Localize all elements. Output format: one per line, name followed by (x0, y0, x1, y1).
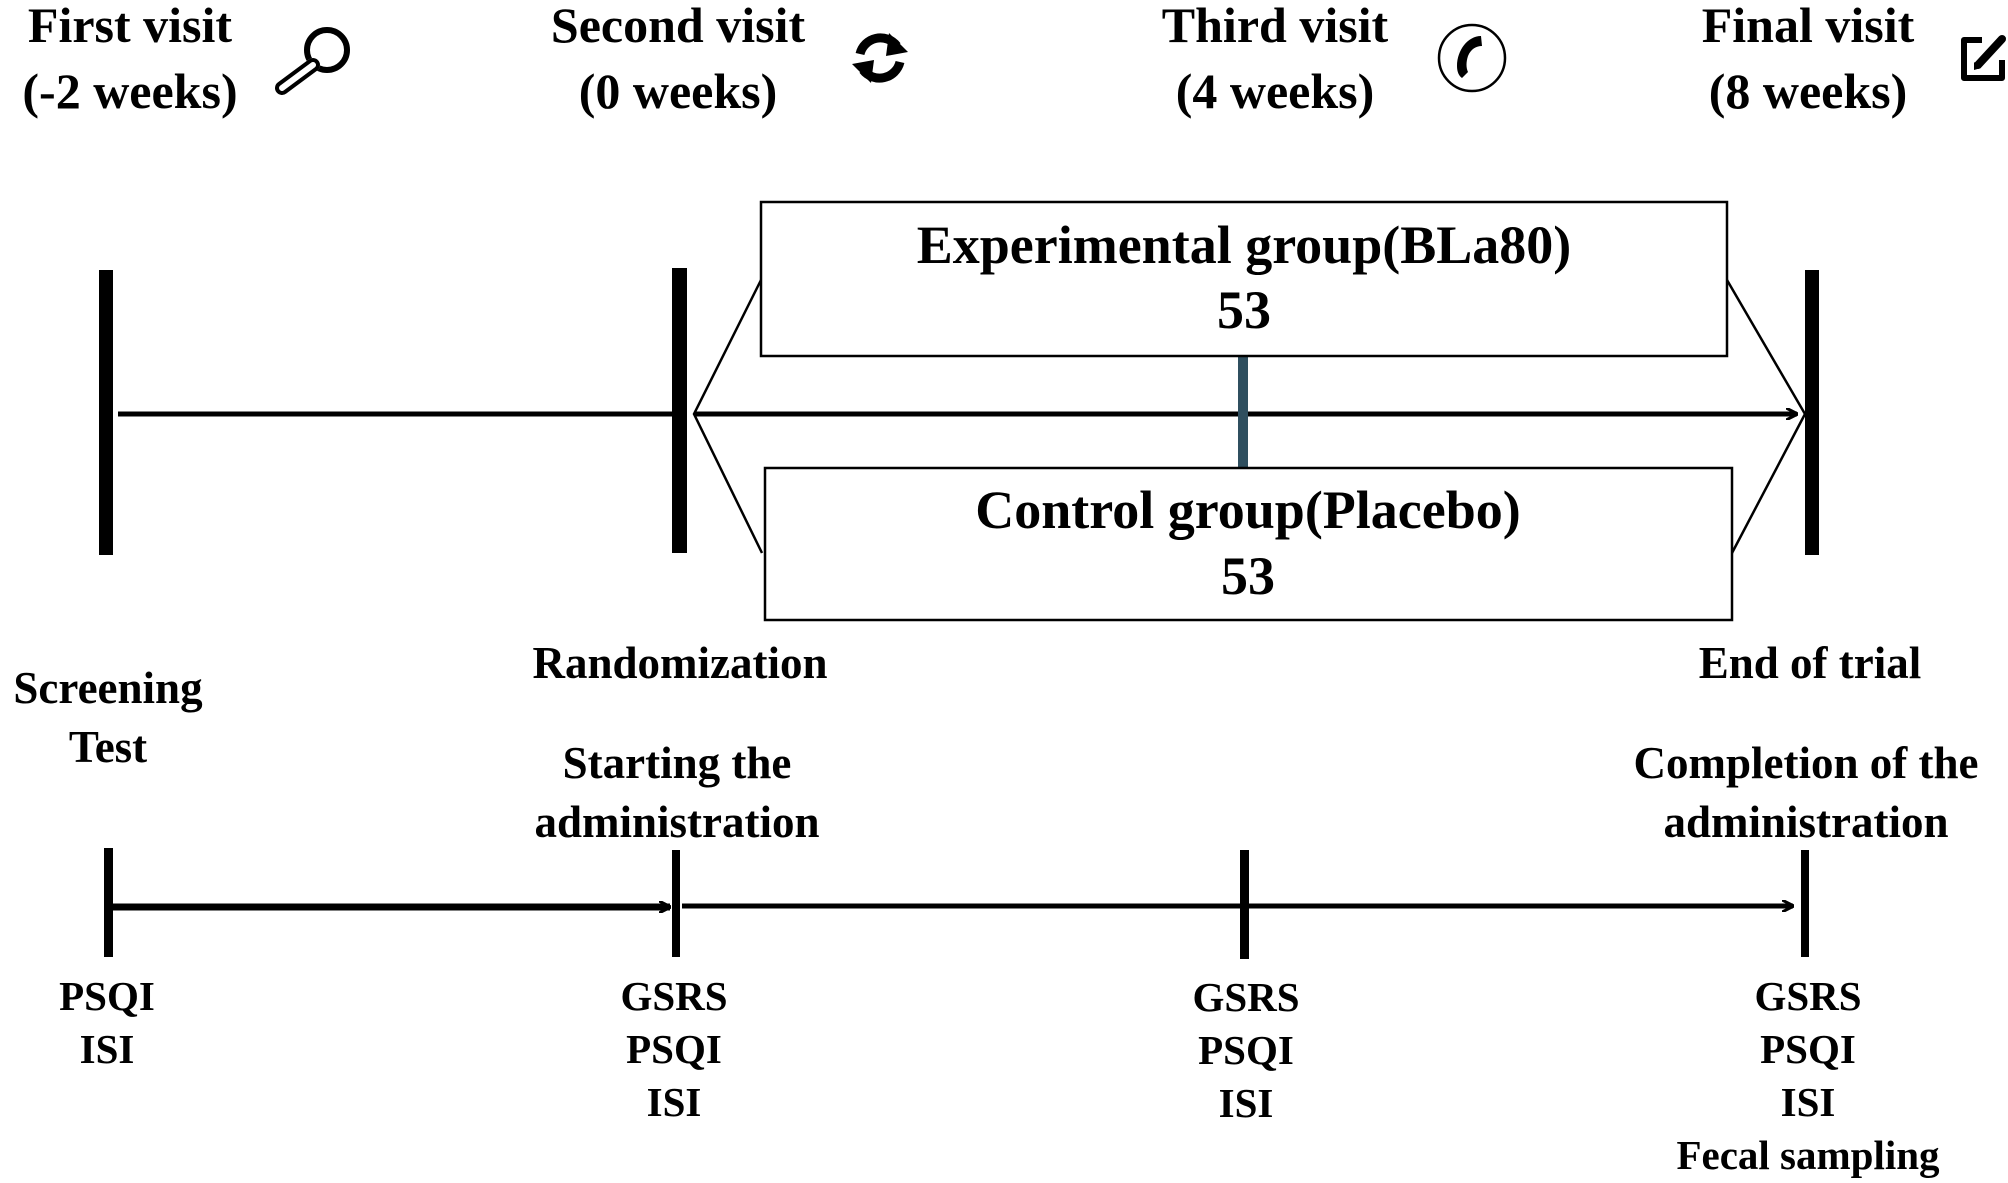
milestone-screening: Screening Test (13, 663, 203, 772)
refresh-icon (852, 33, 908, 83)
measurement-item: GSRS (620, 973, 727, 1019)
milestone-text: Completion of the (1634, 738, 1979, 788)
measurements-second: GSRS PSQI ISI (620, 973, 727, 1125)
milestone-complete-admin: Completion of the administration (1634, 738, 1979, 847)
measurement-item: PSQI (59, 973, 155, 1019)
visit-title: Third visit (1162, 0, 1389, 53)
measurement-item: ISI (80, 1026, 135, 1072)
measurement-item: Fecal sampling (1676, 1132, 1940, 1178)
measurement-item: ISI (647, 1079, 702, 1125)
upper-tick-screening (99, 270, 113, 555)
visit-header-first: First visit (-2 weeks) (22, 0, 237, 119)
visit-timing: (0 weeks) (579, 63, 778, 119)
measurement-item: PSQI (1760, 1026, 1856, 1072)
upper-tick-randomization (672, 268, 687, 553)
visit-header-final: Final visit (8 weeks) (1702, 0, 1915, 119)
visit-title: First visit (28, 0, 232, 53)
upper-timeline (99, 268, 1819, 555)
measurement-item: ISI (1219, 1080, 1274, 1126)
measurement-item: GSRS (1754, 973, 1861, 1019)
visit-title: Second visit (551, 0, 806, 53)
milestone-text: Starting the (563, 738, 792, 788)
lower-tick-first (104, 848, 113, 957)
lower-tick-third (1240, 850, 1249, 959)
experimental-group-box: Experimental group(BLa80) 53 (759, 200, 1729, 358)
edit-icon (1961, 35, 2006, 81)
visit-header-second: Second visit (0 weeks) (551, 0, 806, 119)
phone-icon (1437, 23, 1507, 93)
branch-left (692, 279, 764, 554)
upper-tick-end (1805, 270, 1819, 555)
visit-header-third: Third visit (4 weeks) (1162, 0, 1389, 119)
upper-tick-third-visit (1238, 356, 1248, 468)
milestone-text: administration (1663, 797, 1948, 847)
group-count: 53 (1217, 280, 1271, 340)
measurements-final: GSRS PSQI ISI Fecal sampling (1676, 973, 1940, 1178)
group-count: 53 (1221, 546, 1275, 606)
measurement-item: PSQI (1198, 1027, 1294, 1073)
visit-timing: (-2 weeks) (22, 63, 237, 119)
measurements-third: GSRS PSQI ISI (1192, 974, 1299, 1126)
visit-timing: (8 weeks) (1709, 63, 1908, 119)
milestone-end: End of trial (1699, 638, 1922, 688)
lower-timeline (104, 848, 1809, 959)
measurement-item: GSRS (1192, 974, 1299, 1020)
milestone-text: administration (534, 797, 819, 847)
visit-timing: (4 weeks) (1176, 63, 1375, 119)
milestone-randomization: Randomization (532, 638, 827, 688)
visit-title: Final visit (1702, 0, 1915, 53)
milestone-text: Test (69, 722, 147, 772)
milestone-start-admin: Starting the administration (534, 738, 819, 847)
branch-right (1725, 279, 1807, 554)
lower-tick-final (1801, 850, 1809, 957)
group-label: Experimental group(BLa80) (917, 215, 1572, 275)
lower-tick-second (672, 850, 680, 957)
magnifier-icon (275, 27, 350, 95)
milestone-text: Screening (13, 663, 203, 713)
measurement-item: PSQI (626, 1026, 722, 1072)
measurements-first: PSQI ISI (59, 973, 155, 1072)
measurement-item: ISI (1781, 1079, 1836, 1125)
group-label: Control group(Placebo) (975, 480, 1520, 540)
control-group-box: Control group(Placebo) 53 (763, 466, 1734, 622)
